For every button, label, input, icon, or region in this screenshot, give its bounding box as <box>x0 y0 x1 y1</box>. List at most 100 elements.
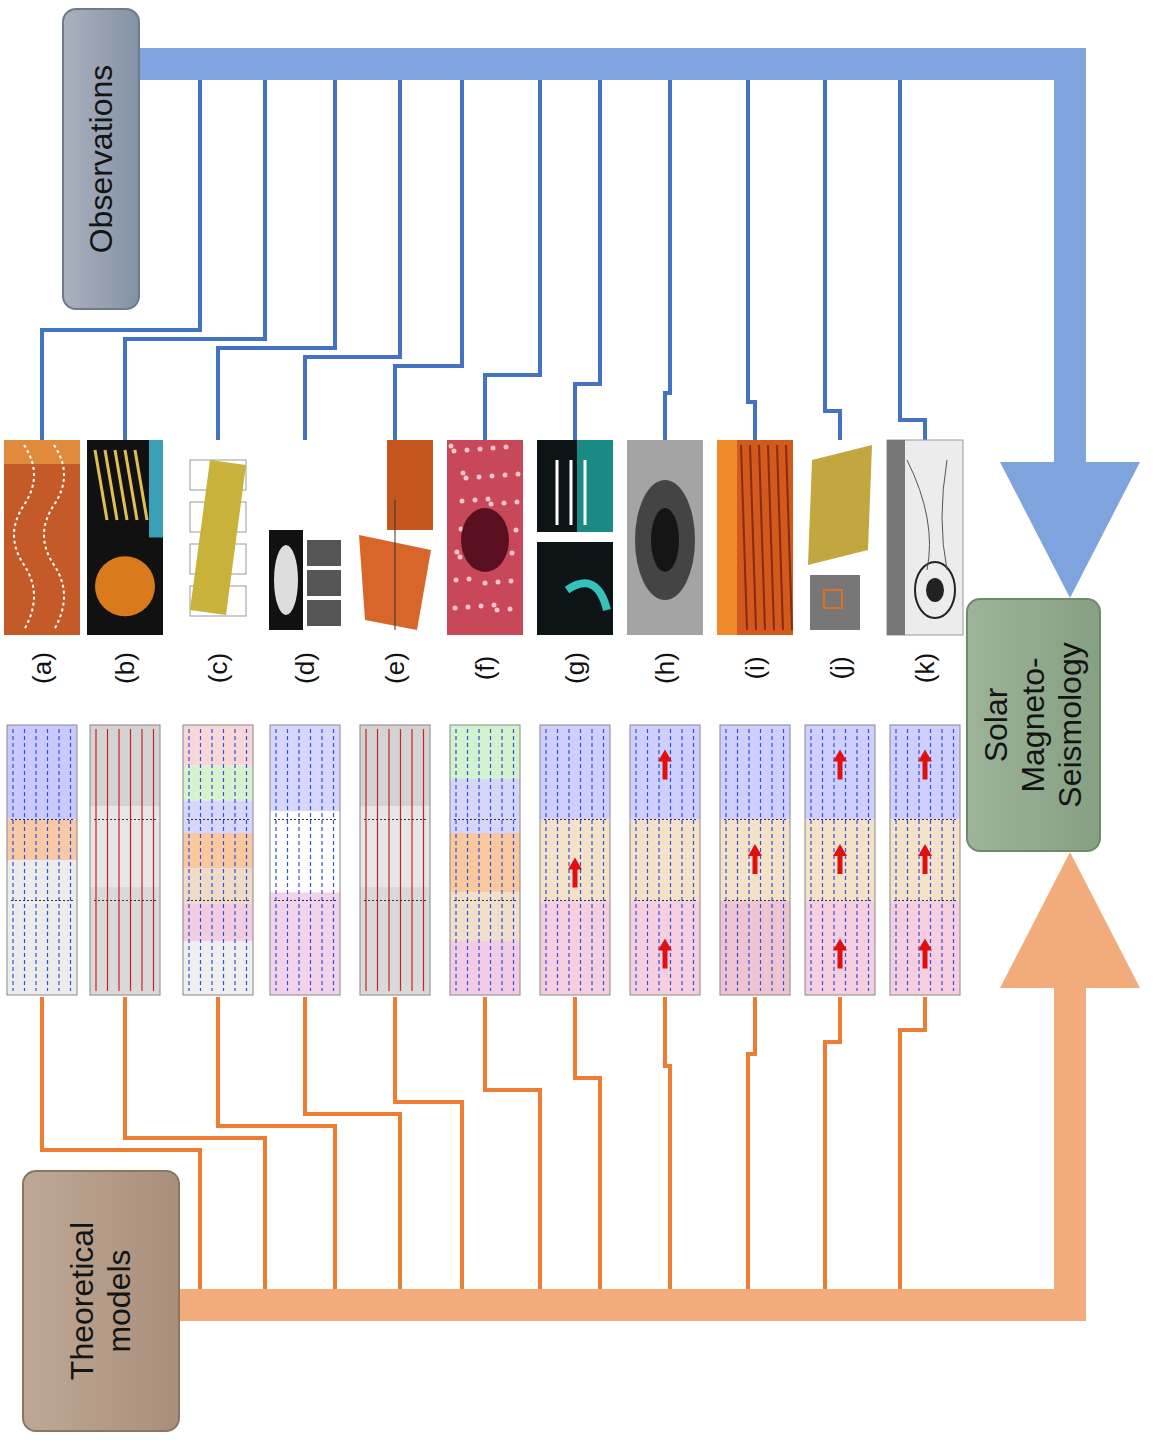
field-line <box>568 729 569 991</box>
layer-band <box>890 820 960 901</box>
layer-band <box>450 833 520 892</box>
flow-arrow-head <box>918 750 932 762</box>
image-ground <box>717 440 793 635</box>
interface <box>809 819 871 820</box>
field-loop <box>915 562 955 618</box>
field-line <box>223 729 224 991</box>
field-line <box>942 460 947 570</box>
panel <box>307 540 341 566</box>
interface <box>544 900 606 901</box>
branch-line <box>218 80 335 440</box>
granule <box>515 500 520 505</box>
granule <box>516 472 521 477</box>
observation-image <box>4 440 80 635</box>
plume <box>274 545 298 615</box>
field-line <box>47 729 48 991</box>
flow-arrow <box>573 868 578 888</box>
granule <box>504 445 509 450</box>
field-line <box>287 729 288 991</box>
granule <box>496 580 501 585</box>
flow-arrow <box>923 949 928 969</box>
granule <box>509 579 514 584</box>
field-line <box>141 729 142 991</box>
streak <box>115 450 127 520</box>
node-label: Theoretical models <box>64 1222 138 1380</box>
observation-image <box>537 440 613 635</box>
granule <box>460 499 465 504</box>
observation-image <box>717 440 793 635</box>
flow-arrow <box>923 760 928 780</box>
layer-band <box>450 779 520 833</box>
layer-band <box>90 887 160 995</box>
panel-frame <box>450 725 520 995</box>
flow-arrow <box>663 760 668 780</box>
flow-arrow-head <box>658 750 672 762</box>
plane <box>190 460 246 615</box>
panel-letter: (b) <box>110 652 141 684</box>
image-ground <box>4 440 80 635</box>
field-line <box>400 729 401 991</box>
streak <box>759 445 765 630</box>
flow-arrow <box>180 852 1140 1305</box>
interface <box>94 819 156 820</box>
layer-band <box>183 941 253 995</box>
flow-arrow-head <box>833 939 847 951</box>
granule <box>491 446 496 451</box>
field-line <box>377 729 378 991</box>
layer-band <box>183 725 253 766</box>
granule <box>486 497 491 502</box>
panel-letter: (j) <box>825 656 856 679</box>
field-line <box>467 729 468 991</box>
layer-band <box>540 901 610 996</box>
panel <box>307 570 341 596</box>
field-line <box>478 729 479 991</box>
panel <box>307 600 341 626</box>
model-panel <box>805 725 875 995</box>
field-line <box>760 729 761 991</box>
plane <box>808 445 872 565</box>
field-line <box>298 729 299 991</box>
observation-image <box>808 445 872 630</box>
branch-line <box>665 997 670 1290</box>
inset <box>810 575 860 630</box>
sun-disc <box>95 556 155 616</box>
model-panel <box>540 725 610 995</box>
interface <box>894 819 956 820</box>
layer-band <box>90 806 160 887</box>
model-panel <box>7 725 77 995</box>
layer-band <box>630 725 700 820</box>
granule <box>461 471 466 476</box>
observation-image <box>627 440 703 635</box>
field-line <box>725 729 726 991</box>
rounded-box: Theoretical models <box>22 1170 180 1432</box>
field-line <box>822 729 823 991</box>
image-band <box>887 440 905 635</box>
interface <box>11 900 73 901</box>
field-line <box>953 729 954 991</box>
interface <box>187 900 249 901</box>
rounded-box: Observations <box>62 8 140 310</box>
granule <box>455 550 460 555</box>
field-line <box>130 729 131 991</box>
layer-band <box>805 725 875 820</box>
interface <box>274 900 336 901</box>
image-ground <box>887 440 963 635</box>
field-line <box>490 729 491 991</box>
inset-box <box>824 590 842 608</box>
image-ground <box>267 440 343 635</box>
image-band <box>4 440 80 464</box>
field-line <box>365 729 366 991</box>
observation-image <box>180 440 256 635</box>
image-band <box>149 440 163 538</box>
flow-arrow <box>753 854 758 874</box>
panel-letter: (d) <box>290 652 321 684</box>
image-band <box>717 440 737 635</box>
granule <box>503 473 508 478</box>
streak <box>786 445 792 630</box>
field-line <box>246 729 247 991</box>
layer-band <box>720 820 790 901</box>
panel-letter: (e) <box>380 652 411 684</box>
granule <box>479 604 484 609</box>
panel <box>269 530 303 630</box>
